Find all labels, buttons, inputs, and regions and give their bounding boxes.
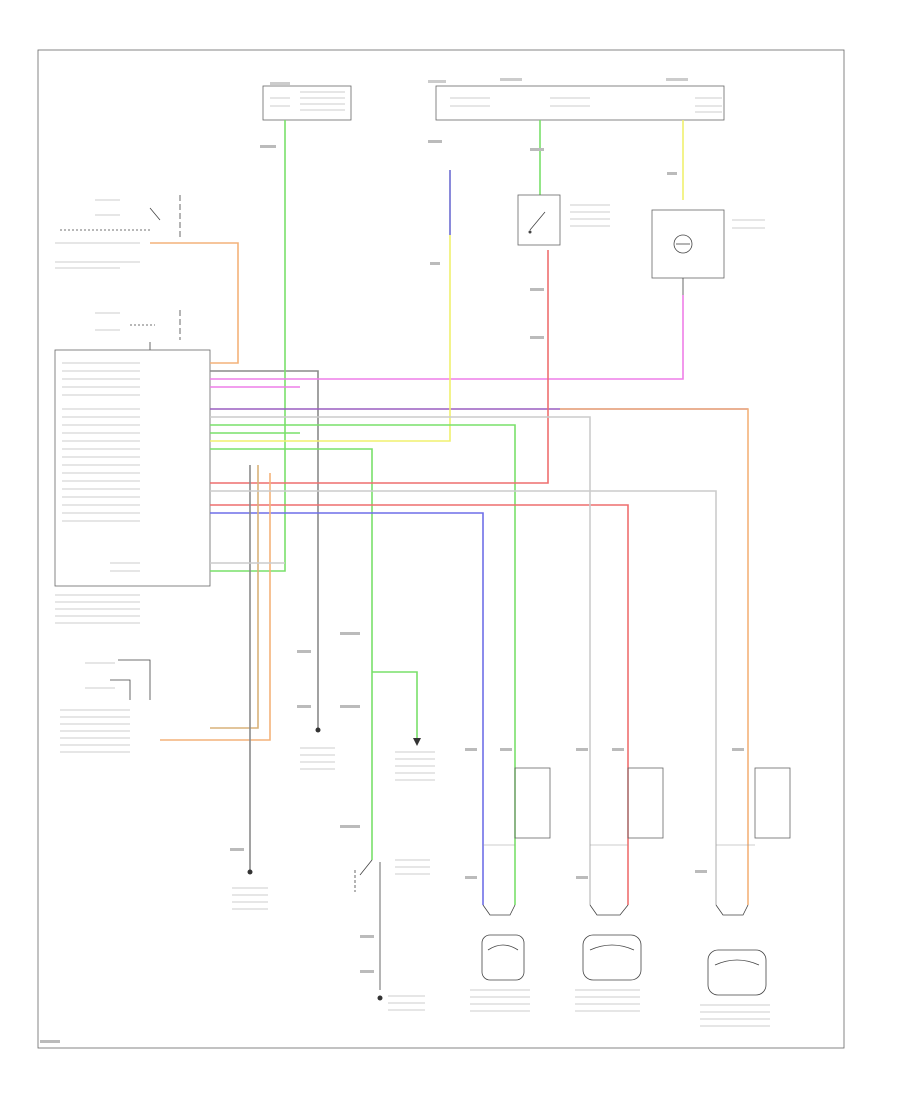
wire-blue-long [210, 512, 484, 905]
module-pin-labels [62, 362, 140, 572]
lower-switch[interactable] [354, 859, 430, 990]
relay-switch [517, 194, 610, 246]
lamp-unit [651, 209, 765, 295]
motor-icon [707, 949, 767, 996]
wire-orange-top [150, 242, 239, 364]
ground-icon [377, 995, 425, 1011]
control-module [54, 349, 211, 624]
ground-icon [300, 727, 335, 770]
wire-green-long [210, 424, 516, 905]
wire-orange-b [160, 473, 271, 741]
wire-tan-a [210, 465, 259, 729]
wire-green-fuse [210, 120, 286, 572]
connector-arrow [395, 738, 435, 781]
wire-red-a [210, 250, 549, 484]
fuse-box-right [428, 78, 725, 121]
wire-orange-long [560, 408, 749, 905]
wire-gray-a [210, 370, 319, 728]
actuator-left [470, 767, 551, 1012]
motor-icon [481, 934, 525, 981]
wire-lightgray-b [210, 490, 717, 905]
selector-switch-mid[interactable] [95, 310, 181, 350]
switch-icon [529, 211, 546, 231]
motor-icon [582, 934, 642, 981]
lamp-icon [673, 234, 693, 254]
fuse-box-left [262, 82, 352, 121]
wire-green-4 [372, 671, 418, 740]
wire-yellow [210, 170, 451, 442]
lower-left-switch[interactable] [60, 659, 151, 753]
actuator-right [700, 767, 791, 1027]
wire-lightgray-a [210, 416, 591, 905]
wire-label-marks [40, 140, 744, 1043]
actuator-middle [575, 767, 664, 1012]
ground-icon [232, 869, 268, 910]
wire-green-3 [210, 448, 373, 860]
wire-pink [210, 295, 684, 380]
diagram-border [37, 49, 845, 1049]
wire-red-b [210, 504, 629, 905]
selector-switch-top[interactable] [55, 195, 181, 269]
